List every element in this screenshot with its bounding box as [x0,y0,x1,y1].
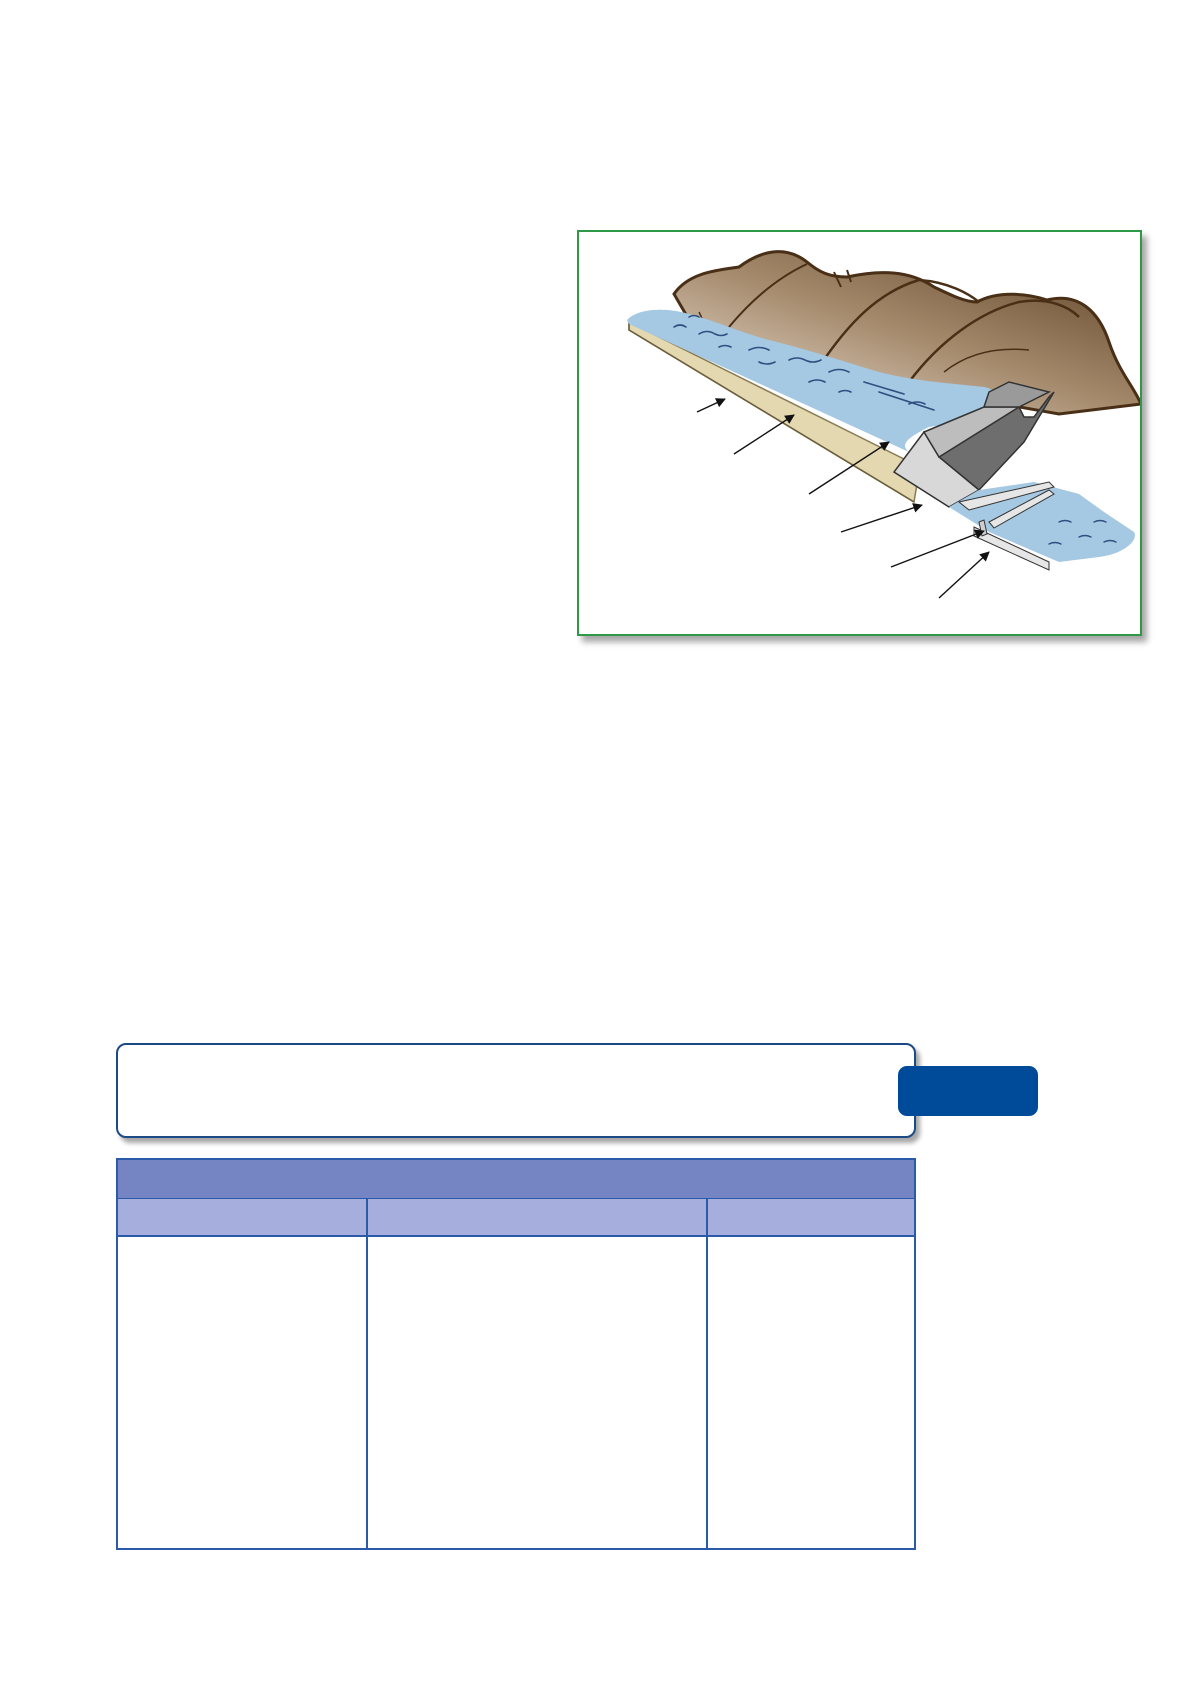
question-box [116,1043,916,1138]
hills [672,250,1140,416]
callout-arrows [696,398,990,599]
column-divider-2 [706,1199,708,1548]
column-header-3 [708,1199,914,1237]
callout-arrow-4 [840,503,923,533]
callout-arrow-2 [733,414,795,455]
column-header-2 [368,1199,706,1237]
callout-arrow-5 [890,529,985,568]
hill-mass [672,250,1140,416]
reservoir-water [627,309,999,452]
callout-arrow-6 [938,551,990,599]
column-header-1 [118,1199,366,1237]
callout-arrow-1 [696,398,726,413]
downstream-channel [949,481,1135,571]
callout-arrow-3 [808,441,890,495]
column-body-2[interactable] [368,1239,706,1548]
column-body-3[interactable] [708,1239,914,1548]
dam-illustration [627,250,1140,599]
section-badge [898,1066,1038,1116]
dam-structure [892,381,1055,508]
dam-diagram-frame [577,230,1142,636]
column-divider-1 [366,1199,368,1548]
answer-table [116,1158,916,1550]
table-title [118,1160,914,1199]
column-body-1[interactable] [118,1239,366,1548]
